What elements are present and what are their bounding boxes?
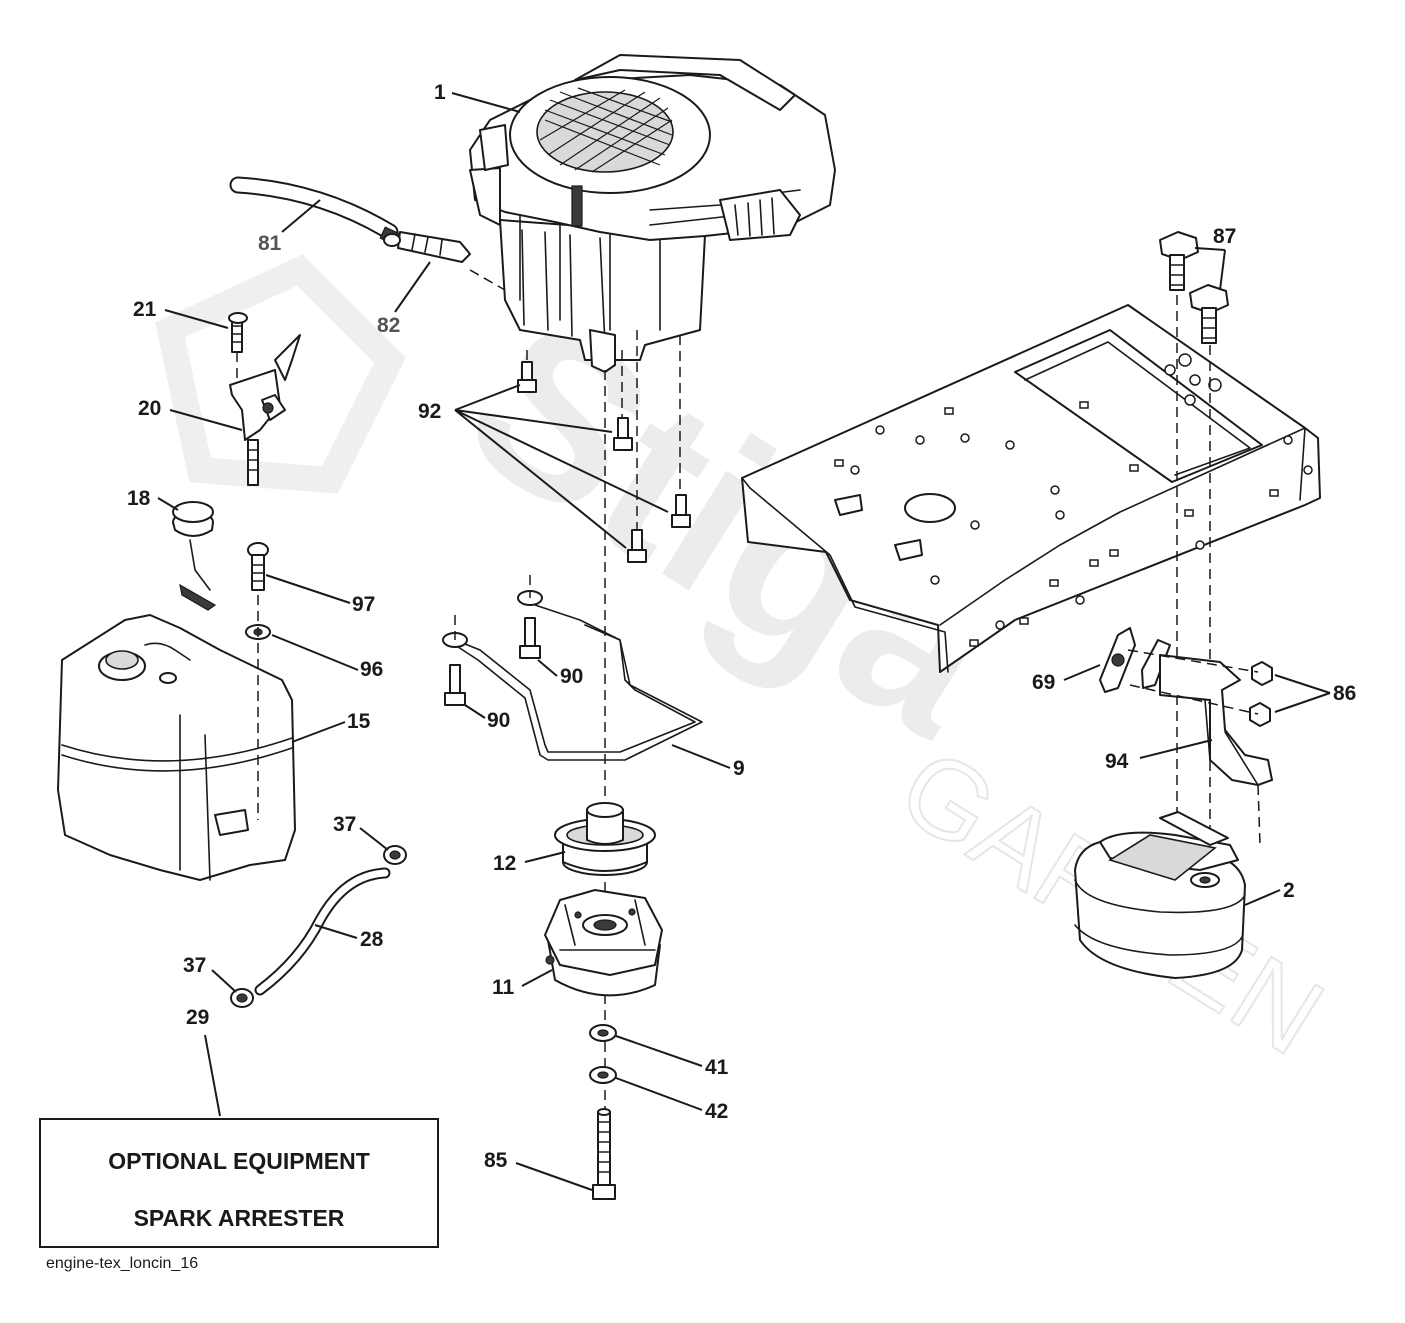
callout-9: 9 [733, 757, 745, 780]
fuel-hose: 81 [229, 176, 399, 255]
bolt-92-c [671, 494, 691, 528]
fuel-connector: 82 [377, 226, 506, 337]
callout-1: 1 [434, 81, 446, 104]
bolt-90-a [519, 617, 541, 659]
frame-holes [850, 353, 1313, 630]
callout-90-b: 90 [487, 709, 510, 732]
callout-2: 2 [1283, 879, 1295, 902]
callout-41: 41 [705, 1056, 729, 1079]
spark-arrester-label: SPARK ARRESTER [133, 1205, 345, 1231]
callout-97: 97 [352, 593, 375, 616]
callout-37-top: 37 [333, 813, 356, 836]
callout-29: 29 [186, 1006, 209, 1029]
bolt-92-a [517, 361, 537, 393]
watermark-logo [155, 254, 406, 494]
callout-12: 12 [493, 852, 516, 875]
callout-28: 28 [360, 928, 384, 951]
callout-87: 87 [1213, 225, 1236, 248]
bolt-87-a [1159, 231, 1199, 291]
callout-86: 86 [1333, 682, 1356, 705]
exhaust: 69 86 94 [1032, 627, 1356, 846]
bolt-90-b [444, 664, 466, 706]
callout-92: 92 [418, 400, 441, 423]
callout-20: 20 [138, 397, 161, 420]
callout-15: 15 [347, 710, 371, 733]
muffler-bolts: 87 [1159, 225, 1236, 840]
tank-bolt: 97 96 [245, 542, 383, 820]
callout-42: 42 [705, 1100, 728, 1123]
callout-94: 94 [1105, 750, 1129, 773]
callout-11: 11 [492, 976, 515, 999]
diagram-code: engine-tex_loncin_16 [46, 1255, 199, 1272]
engine: 1 [434, 54, 836, 373]
callout-90-a: 90 [560, 665, 583, 688]
callout-37-bottom: 37 [183, 954, 206, 977]
engine-bolts: 92 [418, 330, 691, 563]
throttle-assembly: 21 20 [133, 298, 301, 486]
pto-hardware: 41 42 85 [484, 1024, 729, 1200]
callout-82: 82 [377, 314, 400, 337]
bolt-92-b [613, 417, 633, 451]
frame [741, 304, 1321, 673]
frame-slots [834, 401, 1279, 647]
fuel-tank: 15 [57, 614, 371, 881]
callout-21: 21 [133, 298, 157, 321]
callout-81: 81 [258, 232, 282, 255]
muffler: 2 [1074, 811, 1295, 979]
pulley: 12 [493, 802, 656, 876]
callout-85: 85 [484, 1149, 508, 1172]
fuel-line: 37 28 37 [183, 813, 407, 1008]
callout-96: 96 [360, 658, 383, 681]
callout-18: 18 [127, 487, 151, 510]
fuel-cap: 18 [127, 487, 217, 611]
bolt-87-b [1189, 284, 1229, 344]
bolt-92-d [627, 529, 647, 563]
optional-equipment-title: OPTIONAL EQUIPMENT [108, 1148, 370, 1174]
callout-69: 69 [1032, 671, 1055, 694]
optional-equipment-box: OPTIONAL EQUIPMENT SPARK ARRESTER [39, 1118, 439, 1248]
pto-clutch: 11 [492, 889, 663, 999]
bracket: 90 90 9 [442, 575, 745, 780]
